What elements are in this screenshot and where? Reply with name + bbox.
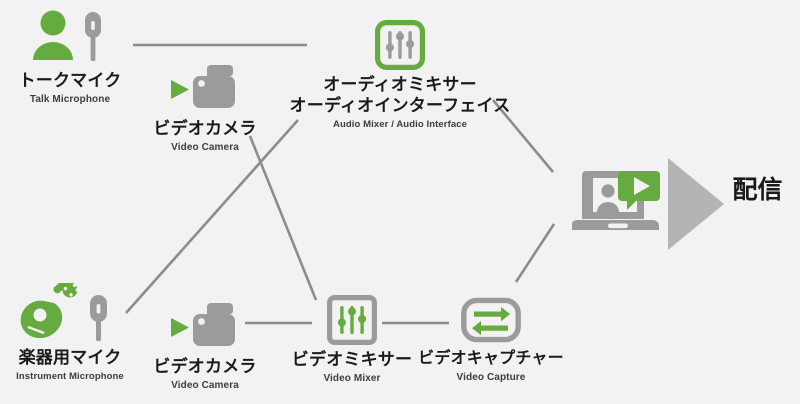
- node-video-camera-top: ビデオカメラ Video Camera: [140, 62, 270, 154]
- video-camera-bottom-label-ja: ビデオカメラ: [153, 357, 257, 376]
- laptop-with-video-chat-icon: [570, 163, 665, 237]
- audio-mixer-label-en: Audio Mixer / Audio Interface: [333, 119, 467, 131]
- audio-mixer-sliders-icon: [280, 19, 520, 70]
- node-delivery: 配信: [715, 178, 800, 203]
- delivery-label-ja: 配信: [732, 176, 783, 204]
- video-capture-label-en: Video Capture: [456, 371, 526, 383]
- right-arrow-icon: [668, 158, 724, 250]
- audio-mixer-label-ja-line2: オーディオインターフェイス: [289, 96, 511, 116]
- node-video-mixer: ビデオミキサー Video Mixer: [282, 294, 422, 385]
- guitar-with-microphone-icon: [0, 273, 140, 343]
- node-video-capture: ビデオキャプチャー Video Capture: [415, 295, 567, 384]
- video-camera-icon: [140, 300, 270, 352]
- line-videocapture-to-laptop: [514, 223, 556, 283]
- instrument-microphone-label-en: Instrument Microphone: [16, 371, 124, 383]
- node-laptop: [570, 163, 665, 237]
- instrument-microphone-label-ja: 楽器用マイク: [18, 348, 122, 367]
- video-mixer-sliders-icon: [282, 294, 422, 345]
- node-audio-mixer: オーディオミキサー オーディオインターフェイス Audio Mixer / Au…: [280, 19, 520, 131]
- video-mixer-label-ja: ビデオミキサー: [291, 350, 413, 369]
- video-camera-icon: [140, 62, 270, 114]
- video-camera-top-label-en: Video Camera: [171, 142, 239, 154]
- talk-microphone-label-ja: トークマイク: [18, 71, 122, 90]
- talk-microphone-label-en: Talk Microphone: [29, 94, 111, 106]
- video-capture-label-ja: ビデオキャプチャー: [418, 350, 564, 367]
- line-videocamtop-to-videomixer: [248, 135, 318, 301]
- video-camera-bottom-label-en: Video Camera: [171, 380, 239, 392]
- video-capture-exchange-arrows-icon: [415, 295, 567, 345]
- person-with-microphone-icon: [0, 8, 140, 66]
- audio-mixer-label-ja-line1: オーディオミキサー: [323, 75, 477, 94]
- video-mixer-label-en: Video Mixer: [323, 373, 381, 385]
- video-camera-top-label-ja: ビデオカメラ: [153, 119, 257, 138]
- node-talk-microphone: トークマイク Talk Microphone: [0, 8, 140, 106]
- node-video-camera-bottom: ビデオカメラ Video Camera: [140, 300, 270, 392]
- node-instrument-microphone: 楽器用マイク Instrument Microphone: [0, 273, 140, 383]
